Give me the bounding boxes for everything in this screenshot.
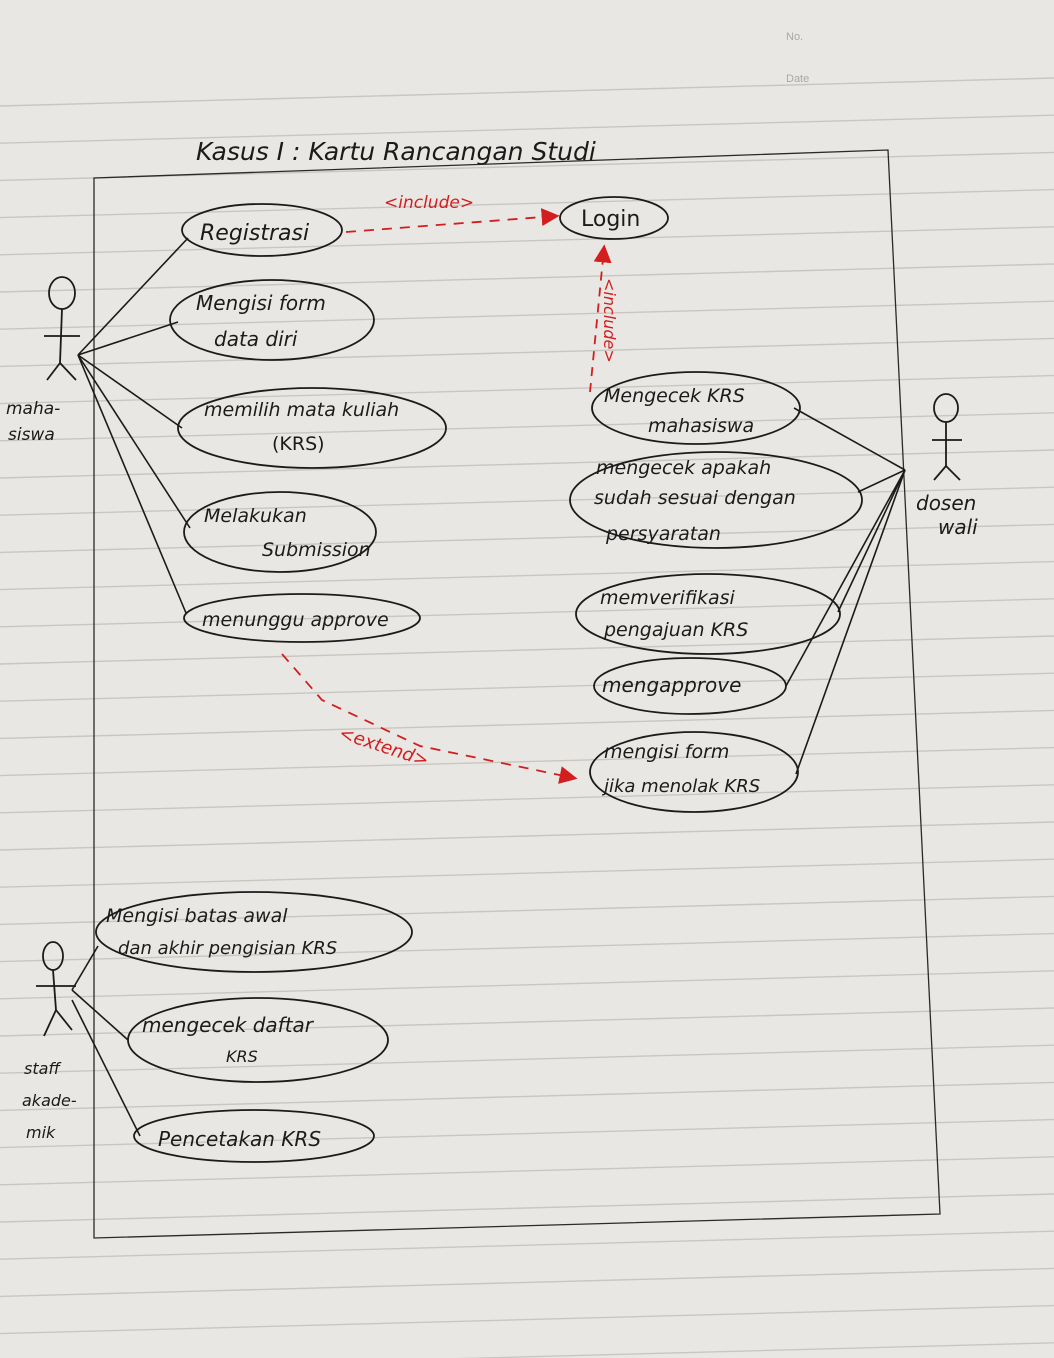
- usecase-menolak-2: jika menolak KRS: [601, 776, 760, 797]
- actor-label-dosen-2: wali: [938, 515, 978, 539]
- actor-dosen-wali: [932, 393, 962, 481]
- rule-line: [0, 821, 1054, 851]
- usecase-registrasi: Registrasi: [200, 221, 309, 246]
- usecase-memverifikasi-shape: [575, 573, 841, 655]
- usecase-mengecek-persyaratan-shape: [569, 451, 863, 549]
- usecase-memverifikasi-2: pengajuan KRS: [603, 619, 748, 641]
- rule-line: [0, 1156, 1054, 1186]
- extend-arrow-menunggu-menolak: [281, 653, 578, 784]
- usecase-menolak-shape: [589, 731, 799, 813]
- no-label: No.: [786, 31, 803, 43]
- date-label: Date: [786, 73, 809, 85]
- actor-label-staff-3: mik: [26, 1123, 56, 1142]
- include-label-top: <include>: [384, 193, 474, 213]
- rule-line: [0, 598, 1054, 628]
- usecase-mengecek-persyaratan-2: sudah sesuai dengan: [594, 487, 796, 509]
- rule-line: [0, 746, 1054, 777]
- rule-line: [0, 523, 1054, 554]
- rule-line: [0, 709, 1054, 740]
- rule-line: [0, 486, 1054, 516]
- usecase-mengisi-form-shape: [169, 279, 375, 361]
- usecase-melakukan-submission-2: Submission: [262, 539, 371, 561]
- rule-line: [0, 1081, 1054, 1112]
- actor-label-mahasiswa-2: siswa: [8, 425, 55, 445]
- usecase-melakukan-submission-shape: [183, 491, 377, 573]
- usecase-menunggu-approve-shape: [183, 593, 421, 643]
- usecase-pencetakan-shape: [133, 1109, 375, 1163]
- rule-line: [0, 1267, 1054, 1298]
- rule-line: [0, 300, 1054, 330]
- actor-mahasiswa: [44, 276, 80, 381]
- rule-line: [0, 932, 1054, 963]
- usecase-mengapprove-shape: [593, 657, 787, 715]
- rule-line: [0, 114, 1054, 144]
- rule-line: [0, 1304, 1054, 1335]
- usecase-mengecek-persyaratan-1: mengecek apakah: [596, 457, 771, 479]
- usecase-pencetakan: Pencetakan KRS: [158, 1127, 321, 1151]
- usecase-mengecek-daftar-shape: [127, 997, 389, 1083]
- rule-line: [0, 1230, 1054, 1260]
- usecase-mengapprove: mengapprove: [602, 673, 741, 697]
- usecase-mengecek-krs-1: Mengecek KRS: [604, 385, 745, 407]
- rule-line: [0, 1044, 1054, 1074]
- actor-label-staff-2: akade-: [22, 1091, 77, 1110]
- usecase-memverifikasi-1: memverifikasi: [600, 587, 736, 609]
- usecase-mengisi-batas-1: Mengisi batas awal: [106, 905, 288, 927]
- actor-staff-akademik: [36, 941, 76, 1037]
- usecase-mengecek-krs-2: mahasiswa: [648, 415, 754, 437]
- rule-line: [0, 1193, 1054, 1223]
- usecase-registrasi-shape: [181, 203, 343, 257]
- rule-line: [0, 226, 1054, 256]
- usecase-memilih-matkul-shape: [177, 387, 447, 469]
- usecase-mengisi-batas-2: dan akhir pengisian KRS: [118, 938, 337, 959]
- system-boundary: [93, 149, 941, 1239]
- actor-label-mahasiswa-1: maha-: [6, 399, 60, 419]
- usecase-memilih-matkul-1: memilih mata kuliah: [204, 399, 399, 421]
- ruled-lines: [0, 77, 1054, 1358]
- rule-line: [0, 1007, 1054, 1037]
- usecase-melakukan-submission-1: Melakukan: [204, 505, 307, 527]
- usecase-mengecek-daftar-1: mengecek daftar: [142, 1013, 315, 1037]
- usecase-mengisi-batas-shape: [95, 891, 413, 973]
- rule-line: [0, 970, 1054, 1000]
- include-arrow-mengecek-login: [589, 244, 612, 393]
- usecase-memilih-matkul-2: (KRS): [272, 433, 325, 455]
- include-arrow-registrasi-login: [345, 208, 560, 233]
- rule-line: [0, 858, 1054, 888]
- rule-line: [0, 263, 1054, 293]
- diagram-title: Kasus I : Kartu Rancangan Studi: [196, 137, 596, 166]
- usecase-mengisi-form-2: data diri: [214, 327, 298, 351]
- usecase-menunggu-approve: menunggu approve: [202, 609, 389, 631]
- usecase-login-shape: [559, 196, 669, 240]
- usecase-mengecek-krs-shape: [591, 371, 801, 445]
- include-label-side: <include>: [600, 278, 619, 363]
- rule-line: [0, 77, 1054, 107]
- associations: [71, 237, 906, 1137]
- rule-line: [0, 188, 1054, 219]
- rule-line: [455, 1342, 1054, 1358]
- extend-label: <extend>: [336, 723, 431, 772]
- rule-line: [0, 635, 1054, 665]
- actor-label-staff-1: staff: [24, 1059, 62, 1078]
- actor-label-dosen-1: dosen: [916, 491, 976, 515]
- rule-line: [0, 560, 1054, 591]
- rule-line: [0, 672, 1054, 702]
- usecase-mengecek-daftar-2: KRS: [226, 1047, 258, 1066]
- rule-line: [0, 337, 1054, 368]
- usecase-login: Login: [581, 207, 640, 232]
- usecase-mengisi-form-1: Mengisi form: [196, 291, 326, 315]
- usecase-mengecek-persyaratan-3: persyaratan: [605, 523, 721, 545]
- usecase-menolak-1: mengisi form: [604, 741, 729, 763]
- rule-line: [0, 895, 1054, 926]
- rule-line: [0, 784, 1054, 814]
- rule-line: [0, 412, 1054, 442]
- rule-line: [0, 374, 1054, 405]
- rule-line: [0, 1118, 1054, 1149]
